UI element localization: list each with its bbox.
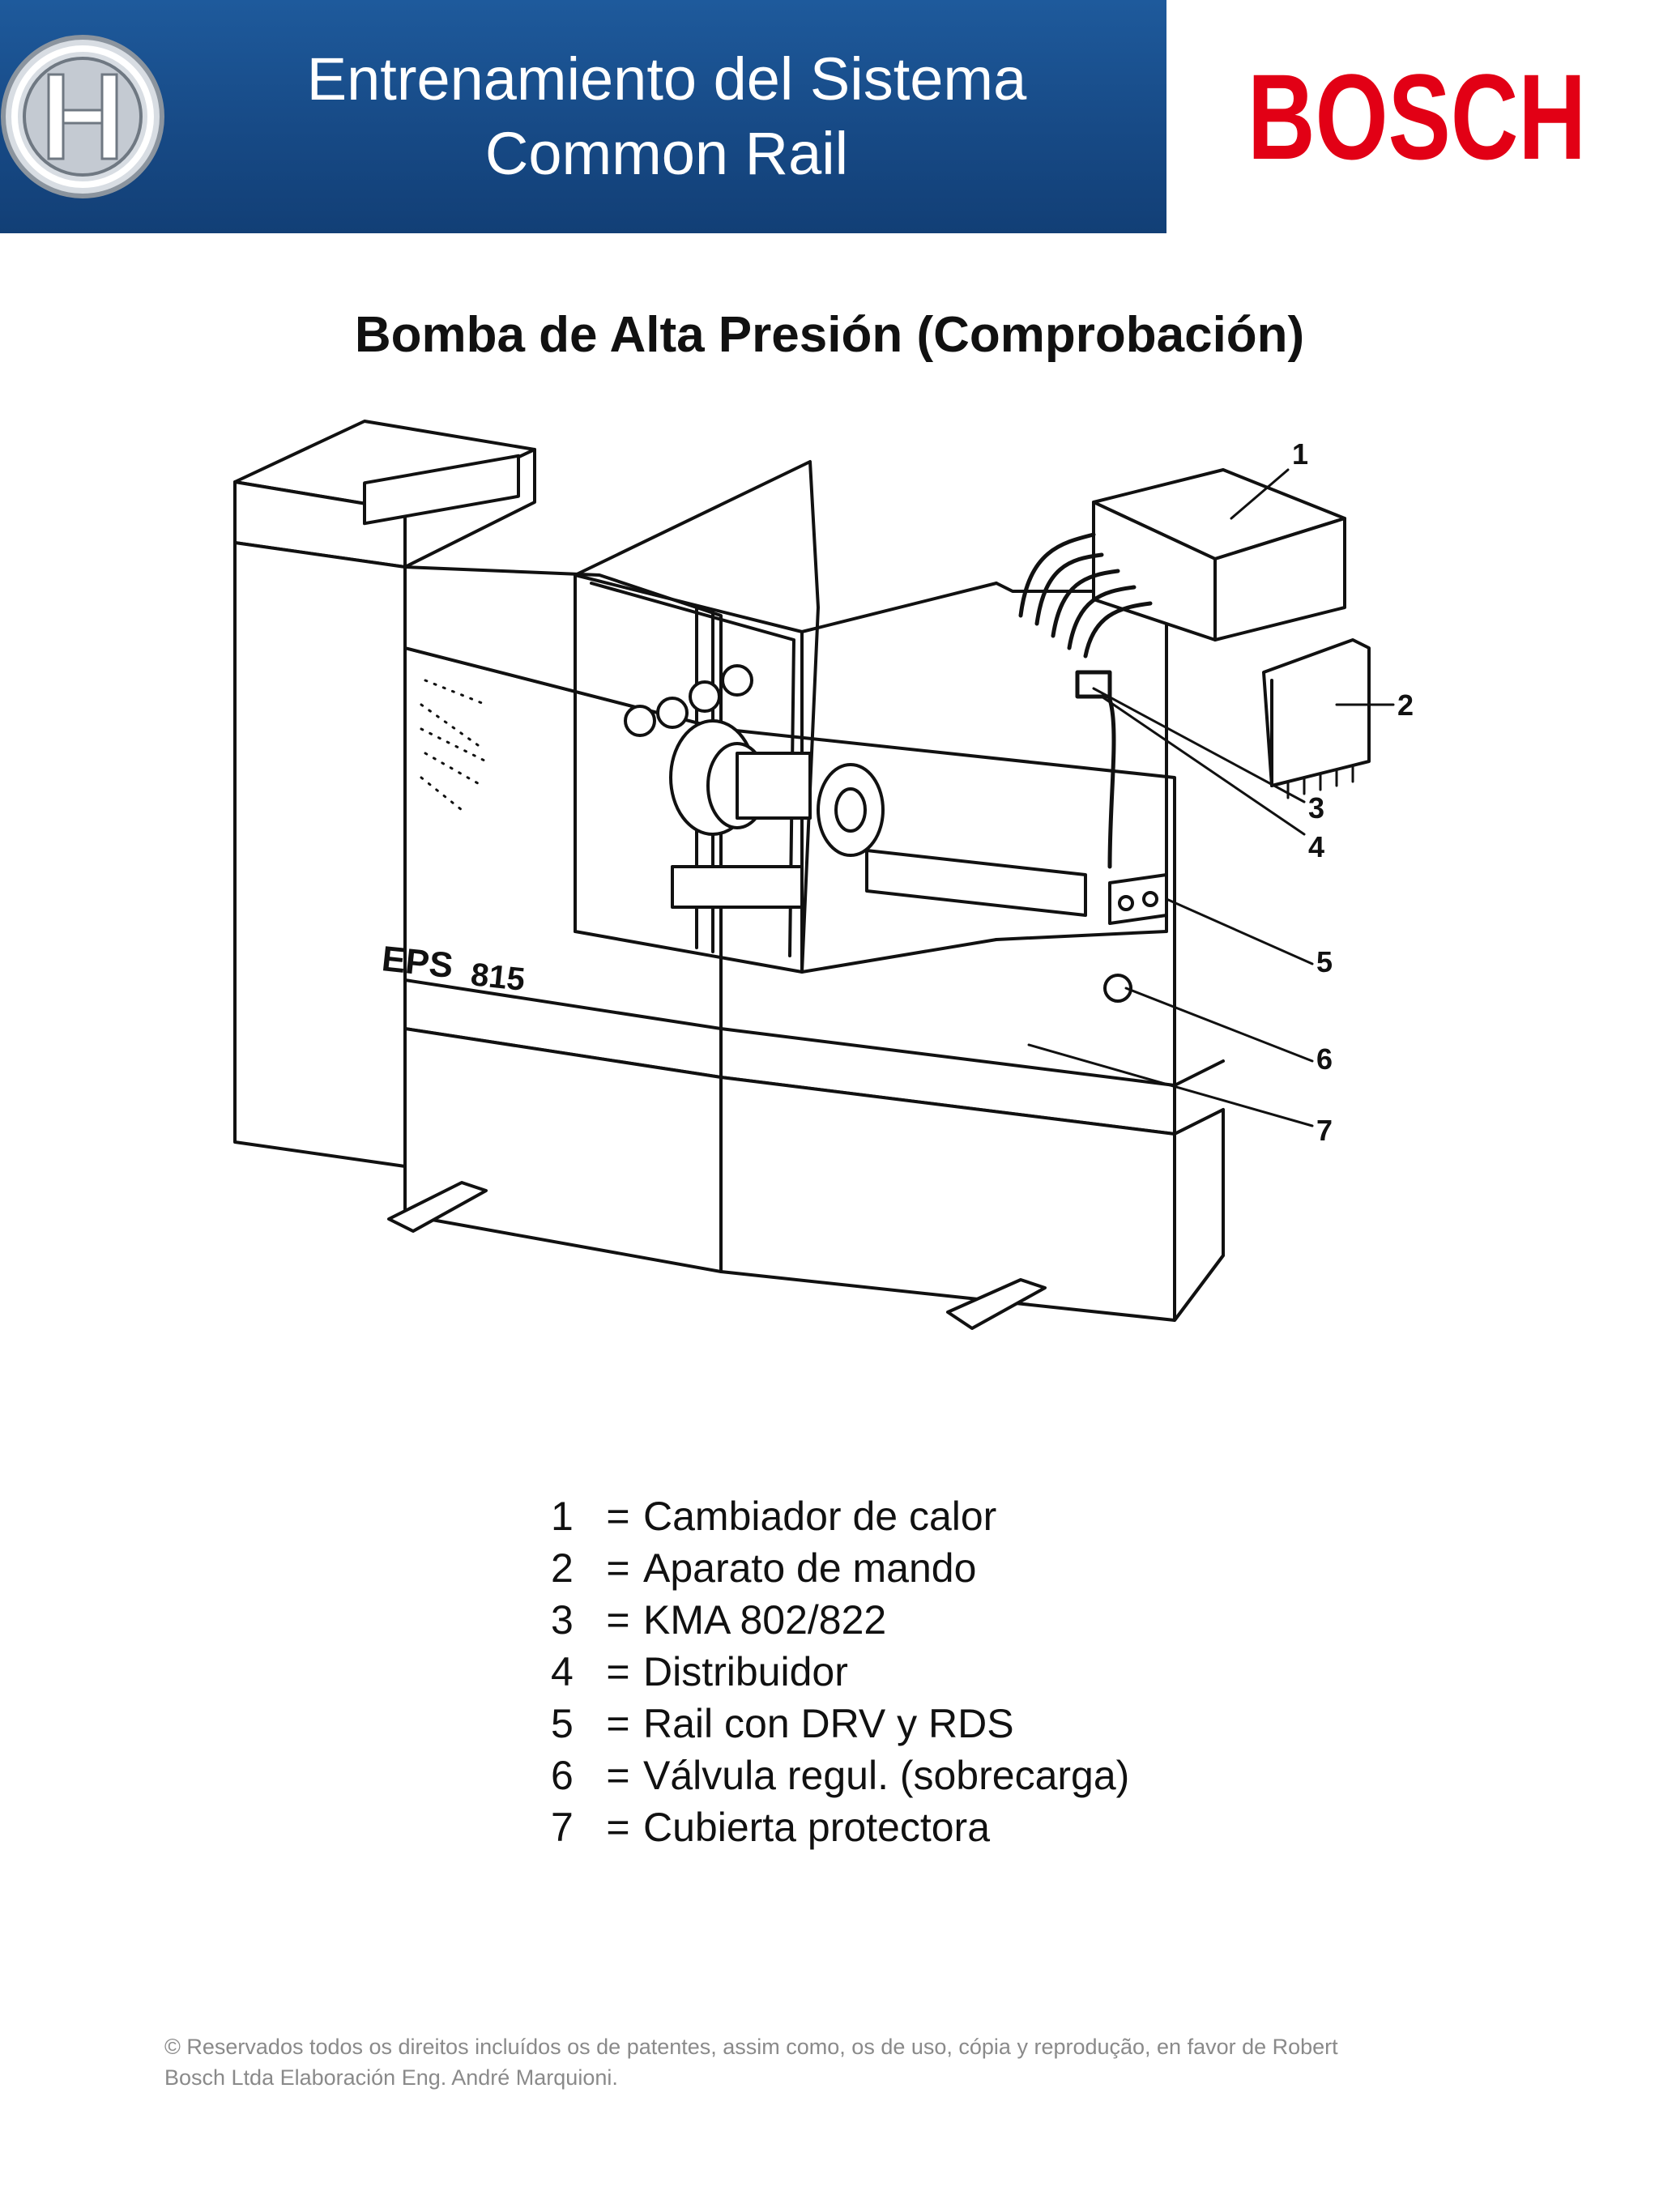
legend-text: KMA 802/822 — [643, 1597, 887, 1643]
callout-1: 1 — [1292, 437, 1308, 471]
page-title: Bomba de Alta Presión (Comprobación) — [354, 307, 1305, 363]
header-title: Entrenamiento del Sistema Common Rail — [167, 42, 1166, 191]
copyright-footer: © Reservados todos os direitos incluídos… — [164, 2031, 1525, 2093]
legend-number: 5 — [551, 1701, 574, 1746]
left-cabinet — [233, 420, 536, 1168]
test-bench-illustration: EPS 815 1 2 3 4 5 6 7 — [233, 420, 1414, 1330]
legend-item: 4 = Distribuidor — [551, 1646, 1129, 1698]
header-band — [0, 0, 1166, 233]
legend-number: 6 — [551, 1753, 574, 1798]
callout-6: 6 — [1316, 1042, 1333, 1076]
legend-equals: = — [606, 1649, 630, 1694]
callout-5: 5 — [1316, 945, 1333, 978]
brand-logo-text: BOSCH — [1247, 60, 1586, 173]
rail-and-valve — [1103, 873, 1168, 1003]
high-pressure-lines — [1018, 532, 1153, 869]
legend-item: 6 = Válvula regul. (sobrecarga) — [551, 1750, 1129, 1801]
legend-item: 1 = Cambiador de calor — [551, 1490, 1129, 1542]
legend-item: 7 = Cubierta protectora — [551, 1801, 1129, 1853]
legend-equals: = — [606, 1597, 630, 1643]
legend-number: 3 — [551, 1597, 574, 1643]
legend-number: 4 — [551, 1649, 574, 1694]
header-title-line2: Common Rail — [484, 120, 849, 187]
legend-item: 3 = KMA 802/822 — [551, 1594, 1129, 1646]
legend-text: Válvula regul. (sobrecarga) — [643, 1753, 1130, 1798]
header-title-line1: Entrenamiento del Sistema — [306, 45, 1027, 113]
callout-3: 3 — [1308, 791, 1324, 825]
model-label-815: 815 — [469, 957, 527, 998]
legend-number: 2 — [551, 1545, 574, 1591]
legend-item: 2 = Aparato de mando — [551, 1542, 1129, 1594]
callout-4: 4 — [1308, 830, 1324, 863]
model-label-eps: EPS — [380, 939, 455, 986]
legend-text: Distribuidor — [643, 1649, 848, 1694]
heat-exchanger — [1092, 468, 1346, 641]
legend: 1 = Cambiador de calor 2 = Aparato de ma… — [551, 1490, 1129, 1853]
legend-text: Aparato de mando — [643, 1545, 977, 1591]
legend-equals: = — [606, 1545, 630, 1591]
pump-coupling — [624, 664, 1087, 917]
callout-7: 7 — [1316, 1114, 1333, 1147]
control-unit — [1262, 638, 1371, 799]
callout-2: 2 — [1397, 688, 1414, 722]
legend-equals: = — [606, 1701, 630, 1746]
brand-logo: BOSCH — [1247, 60, 1586, 173]
legend-text: Rail con DRV y RDS — [643, 1701, 1014, 1746]
legend-equals: = — [606, 1753, 630, 1798]
legend-text: Cubierta protectora — [643, 1805, 991, 1850]
legend-item: 5 = Rail con DRV y RDS — [551, 1698, 1129, 1750]
footer-line1: © Reservados todos os direitos incluídos… — [164, 2035, 1338, 2059]
footer-line2: Bosch Ltda Elaboración Eng. André Marqui… — [164, 2065, 618, 2090]
legend-text: Cambiador de calor — [643, 1494, 997, 1539]
bosch-armature-icon — [1, 35, 164, 198]
legend-number: 7 — [551, 1805, 574, 1850]
legend-equals: = — [606, 1494, 630, 1539]
callout-leaders — [1027, 468, 1395, 1127]
legend-equals: = — [606, 1805, 630, 1850]
legend-number: 1 — [551, 1494, 574, 1539]
